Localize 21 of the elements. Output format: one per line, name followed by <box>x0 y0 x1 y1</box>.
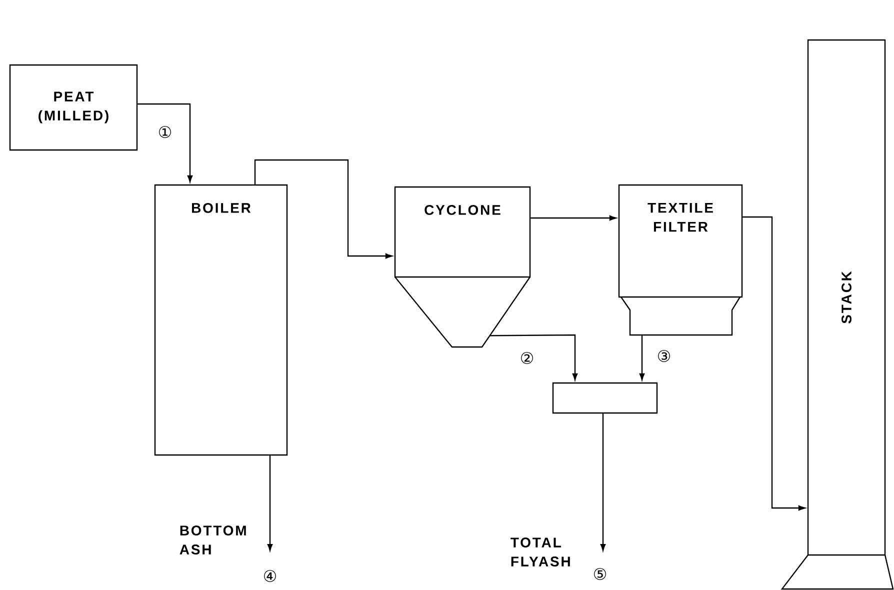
stream-number: ③ <box>656 349 672 363</box>
outlet-label: TOTAL FLYASH <box>510 538 570 566</box>
stream-number: ① <box>156 125 174 139</box>
arrow <box>742 216 806 511</box>
arrow <box>530 215 616 221</box>
arrow <box>600 414 606 551</box>
collector-box <box>552 382 658 414</box>
stack-drawing: STACK <box>780 39 894 590</box>
boiler-box: BOILER <box>154 184 288 456</box>
textile-filter-drawing: TEXTILE FILTER <box>618 184 743 336</box>
peat-box: PEAT (MILLED) <box>9 64 138 151</box>
cyclone-drawing: CYCLONE <box>394 186 531 348</box>
arrow <box>490 334 578 380</box>
stream-number: ⑤ <box>592 567 608 581</box>
arrow <box>254 159 392 259</box>
arrow <box>138 103 193 182</box>
stream-number: ② <box>518 351 536 365</box>
arrow <box>267 456 273 551</box>
outlet-label: BOTTOM ASH <box>180 526 246 554</box>
stream-number: ④ <box>262 569 278 583</box>
arrow <box>639 336 645 380</box>
